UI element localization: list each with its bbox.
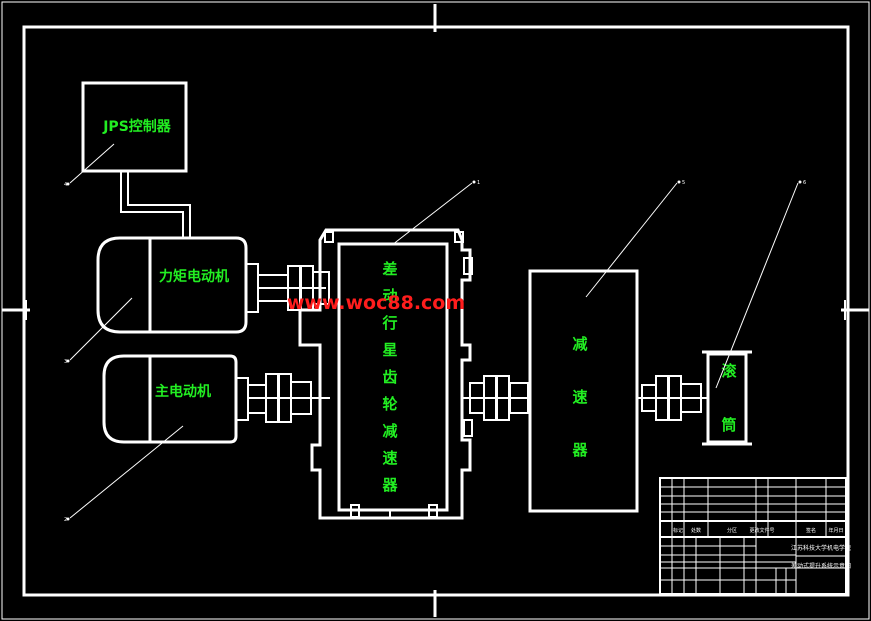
centering-marks [2,4,869,617]
title-block: 标记 处数 分区 更改文件号 签名 年月日 江苏科技大学机电学院 差动式提升系统… [659,477,851,595]
svg-text:3: 3 [64,359,67,365]
svg-text:滚: 滚 [721,362,737,380]
svg-text:4: 4 [64,182,67,188]
svg-text:动: 动 [382,287,397,305]
svg-text:处数: 处数 [691,527,701,534]
svg-text:筒: 筒 [721,416,736,434]
watermark: www.woc88.com [287,292,465,314]
controller-cable [120,171,191,238]
torque-motor [96,236,330,334]
svg-text:签名: 签名 [806,527,816,534]
jps-controller-label: JPS控制器 [102,118,172,135]
reducer-box [528,269,639,513]
main-motor [102,354,330,444]
svg-text:5: 5 [682,180,685,186]
svg-text:更改文件号: 更改文件号 [749,527,774,534]
svg-text:减: 减 [572,335,587,353]
svg-text:减: 减 [382,422,397,440]
main-motor-label: 主电动机 [155,383,211,400]
svg-text:轮: 轮 [382,395,397,413]
svg-text:速: 速 [382,449,397,467]
title-block-company: 江苏科技大学机电学院 [791,544,851,552]
title-block-drawing-title: 差动式提升系统示意图 [791,562,851,570]
svg-text:行: 行 [381,314,397,332]
output-coupling [462,375,530,421]
jps-controller-box [81,81,188,173]
drum-coupling [637,375,708,421]
svg-text:齿: 齿 [382,368,397,386]
svg-text:差: 差 [382,260,397,278]
leader-lines: 4 3 2 1 5 6 [64,143,806,523]
svg-text:6: 6 [803,180,806,186]
svg-text:分区: 分区 [727,527,737,534]
svg-text:标记: 标记 [673,527,683,534]
drum-label: 滚 筒 [721,362,737,434]
torque-motor-label: 力矩电动机 [159,268,229,285]
svg-text:1: 1 [477,180,480,186]
svg-text:器: 器 [571,441,588,459]
reducer-label: 减 速 器 [571,335,588,459]
svg-text:星: 星 [382,341,397,359]
svg-text:2: 2 [64,517,67,523]
svg-text:器: 器 [381,476,398,494]
svg-text:年月日: 年月日 [828,527,843,534]
differential-reducer-label: 差 动 行 星 齿 轮 减 速 器 [381,260,398,494]
svg-text:速: 速 [572,388,587,406]
drum [702,350,752,446]
